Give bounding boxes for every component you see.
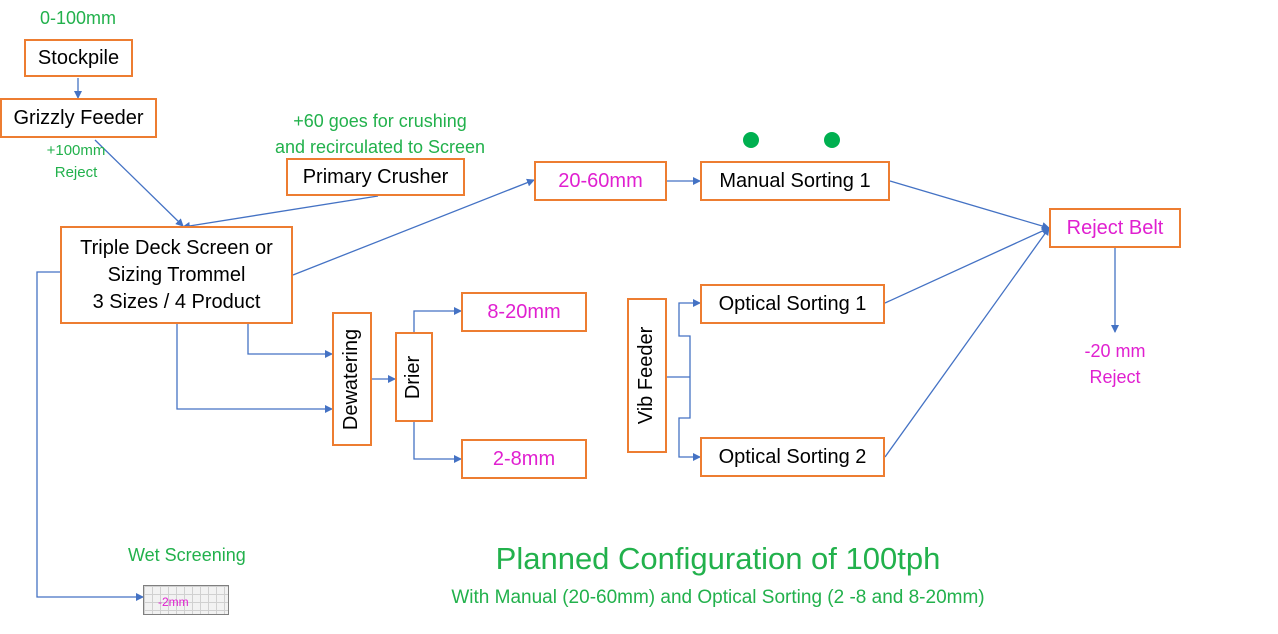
manual-sorting-label: Manual Sorting 1	[719, 169, 871, 192]
optical-sorting-2-label: Optical Sorting 2	[718, 445, 867, 468]
grizzly-feeder-box: Grizzly Feeder	[0, 98, 157, 138]
screen-line-1: Triple Deck Screen or	[80, 236, 273, 259]
wet-fines-label: -2mm	[158, 595, 189, 609]
primary-crusher-label: Primary Crusher	[302, 165, 449, 188]
size-20-60-label: 20-60mm	[558, 169, 643, 192]
optical-sorting-2-box: Optical Sorting 2	[700, 437, 885, 477]
dewatering-box: Dewatering	[332, 312, 372, 446]
screen-line-2: Sizing Trommel	[107, 263, 246, 286]
triple-deck-screen-box: Triple Deck Screen or Sizing Trommel 3 S…	[60, 226, 293, 324]
diagram-title: Planned Configuration of 100tph	[495, 541, 941, 576]
arrow-grizzly-screen	[94, 139, 184, 227]
stockpile-label: Stockpile	[37, 46, 120, 69]
size-8-20-box: 8-20mm	[461, 292, 587, 332]
optical-sorting-1-label: Optical Sorting 1	[718, 292, 867, 315]
size-8-20-label: 8-20mm	[487, 300, 561, 323]
arrow-drier-8-20	[413, 307, 462, 332]
status-dot-1	[743, 132, 759, 148]
vib-branch-bottom	[678, 377, 701, 461]
grizzly-reject-label: +100mm Reject	[46, 142, 106, 181]
drier-box: Drier	[395, 332, 433, 422]
arrow-crusher-screen	[182, 195, 379, 230]
reject-belt-label: Reject Belt	[1066, 216, 1164, 239]
stockpile-box: Stockpile	[24, 39, 133, 77]
dewatering-label: Dewatering	[340, 328, 363, 430]
manual-sorting-box: Manual Sorting 1	[700, 161, 890, 201]
arrow-optical2-reject	[884, 227, 1050, 458]
size-2-8-box: 2-8mm	[461, 439, 587, 479]
arrow-screen-wet-screening	[36, 271, 144, 601]
primary-crusher-box: Primary Crusher	[286, 158, 465, 196]
reject-fines-label: -20 mm Reject	[1084, 341, 1146, 387]
size-2-8-label: 2-8mm	[492, 447, 556, 470]
arrow-screen-20-60	[292, 178, 535, 276]
wet-screening-box: -2mm	[143, 585, 229, 615]
arrow-screen-dewatering-1	[247, 324, 333, 358]
arrow-manual-reject	[889, 180, 1050, 230]
screen-line-3: 3 Sizes / 4 Product	[92, 290, 261, 313]
reject-belt-box: Reject Belt	[1049, 208, 1181, 248]
wet-screening-label: Wet Screening	[128, 545, 246, 565]
optical-sorting-1-box: Optical Sorting 1	[700, 284, 885, 324]
arrow-screen-dewatering-2	[176, 324, 333, 413]
feed-size-label: 0-100mm	[40, 8, 117, 28]
arrow-optical1-reject	[884, 227, 1050, 304]
arrow-drier-2-8	[413, 422, 462, 463]
vib-feeder-box: Vib Feeder	[627, 298, 667, 453]
size-20-60-box: 20-60mm	[534, 161, 667, 201]
status-dot-2	[824, 132, 840, 148]
vib-branch-top	[678, 299, 701, 377]
crushing-note: +60 goes for crushing and recirculated t…	[274, 111, 486, 157]
grizzly-feeder-label: Grizzly Feeder	[13, 106, 144, 129]
drier-label: Drier	[402, 355, 425, 399]
vib-feeder-label: Vib Feeder	[635, 326, 658, 425]
diagram-subtitle: With Manual (20-60mm) and Optical Sortin…	[451, 587, 985, 608]
